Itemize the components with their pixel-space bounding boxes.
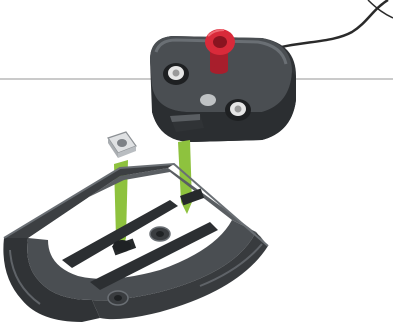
square-nut-icon	[108, 132, 136, 158]
cable-icon	[262, 0, 388, 52]
switch-module-icon	[150, 29, 296, 142]
housing-shell-icon	[3, 164, 268, 322]
